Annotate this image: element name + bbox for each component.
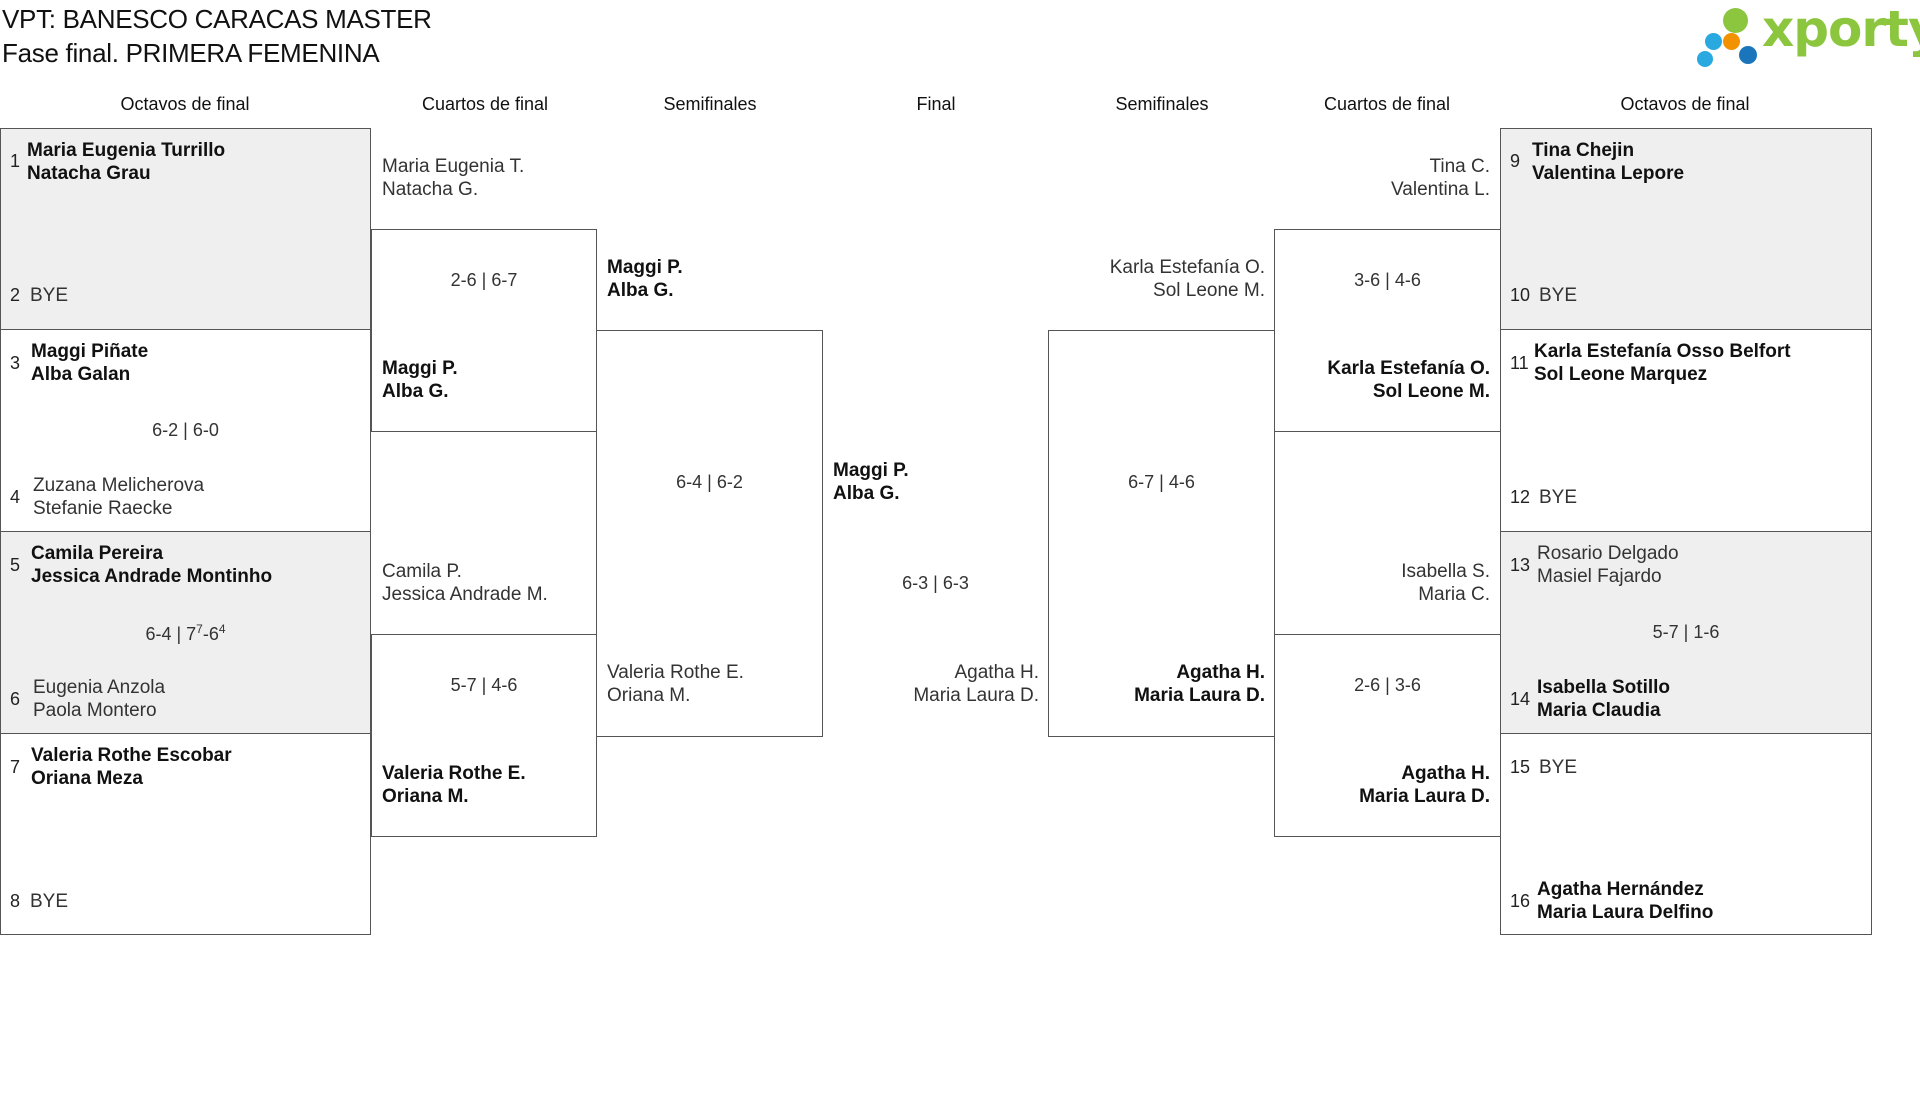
seed-number: 1 [10, 151, 21, 171]
qf-team[interactable]: Tina C.Valentina L. [1391, 156, 1490, 200]
logo-dot-orange [1723, 33, 1740, 50]
match-score: 6-4 | 6-2 [676, 472, 743, 492]
match-score: 6-7 | 4-6 [1128, 472, 1195, 492]
round-header-sf-left: Semifinales [663, 94, 757, 114]
sf-team[interactable]: Karla Estefanía O.Sol Leone M. [1109, 257, 1265, 301]
round-header-r16-right: Octavos de final [1620, 94, 1750, 114]
seed-number: 5 [10, 555, 21, 575]
round-header-qf-right: Cuartos de final [1323, 94, 1451, 114]
logo-dot-blue-light [1705, 33, 1722, 50]
round-header-qf-left: Cuartos de final [421, 94, 549, 114]
match-score: 5-7 | 1-6 [1652, 622, 1720, 642]
final-score: 6-3 | 6-3 [902, 573, 969, 593]
r16-match-5 [1500, 128, 1872, 330]
r16-match-4 [0, 733, 371, 935]
logo-dot-blue-dark [1739, 46, 1757, 64]
seed-number: 16 [1510, 891, 1531, 911]
sf-team[interactable]: Maggi P.Alba G. [607, 257, 683, 301]
match-score: 2-6 | 6-7 [450, 270, 518, 290]
team-entry: BYE [1539, 285, 1578, 306]
team-entry: BYE [1539, 757, 1578, 778]
seed-number: 3 [10, 353, 21, 373]
seed-number: 12 [1510, 487, 1531, 507]
round-header-sf-right: Semifinales [1115, 94, 1209, 114]
match-score: 5-7 | 4-6 [450, 675, 518, 695]
qf-team[interactable]: Maria Eugenia T.Natacha G. [382, 156, 525, 200]
seed-number: 9 [1510, 151, 1521, 171]
sf-team[interactable]: Agatha H.Maria Laura D. [1134, 662, 1265, 706]
qf-team[interactable]: Agatha H.Maria Laura D. [1359, 763, 1490, 807]
seed-number: 15 [1510, 757, 1531, 777]
final-team[interactable]: Agatha H.Maria Laura D. [913, 662, 1039, 706]
seed-number: 10 [1510, 285, 1531, 305]
qf-team[interactable]: Camila P.Jessica Andrade M. [382, 561, 548, 605]
qf-team[interactable]: Valeria Rothe E.Oriana M. [382, 763, 526, 807]
sf-match-right [1048, 330, 1275, 737]
team-entry: BYE [30, 285, 69, 306]
r16-match-3 [0, 531, 371, 734]
logo-dot-blue [1697, 51, 1713, 67]
logo-dot-green [1723, 8, 1748, 33]
round-header-final: Final [916, 94, 956, 114]
seed-number: 14 [1510, 689, 1531, 709]
qf-team[interactable]: Karla Estefanía O.Sol Leone M. [1327, 358, 1490, 402]
seed-number: 11 [1510, 353, 1529, 373]
r16-match-1 [0, 128, 371, 330]
seed-number: 2 [10, 285, 21, 305]
round-header-r16-left: Octavos de final [120, 94, 250, 114]
sf-team[interactable]: Valeria Rothe E.Oriana M. [607, 662, 744, 706]
match-score: 6-2 | 6-0 [152, 420, 219, 440]
team-entry: BYE [30, 891, 69, 912]
seed-number: 13 [1510, 555, 1531, 575]
r16-match-8 [1500, 733, 1872, 935]
seed-number: 4 [10, 487, 21, 507]
sf-match-left [596, 330, 823, 737]
match-score: 2-6 | 3-6 [1354, 675, 1421, 695]
match-score: 3-6 | 4-6 [1354, 270, 1421, 290]
logo-text: xporty [1762, 0, 1920, 58]
seed-number: 7 [10, 757, 21, 777]
tournament-name: VPT: BANESCO CARACAS MASTER [2, 4, 432, 34]
match-score: 6-4 | 77-64 [145, 622, 226, 644]
seed-number: 8 [10, 891, 21, 911]
xporty-logo[interactable]: xporty [1696, 0, 1920, 74]
qf-team[interactable]: Isabella S.Maria C. [1401, 561, 1490, 605]
qf-team[interactable]: Maggi P.Alba G. [382, 358, 458, 402]
draw-name: Fase final. PRIMERA FEMENINA [2, 38, 380, 68]
final-team[interactable]: Maggi P.Alba G. [833, 460, 909, 504]
team-entry: BYE [1539, 487, 1578, 508]
page-title: VPT: BANESCO CARACAS MASTER Fase final. … [2, 2, 432, 70]
seed-number: 6 [10, 689, 21, 709]
